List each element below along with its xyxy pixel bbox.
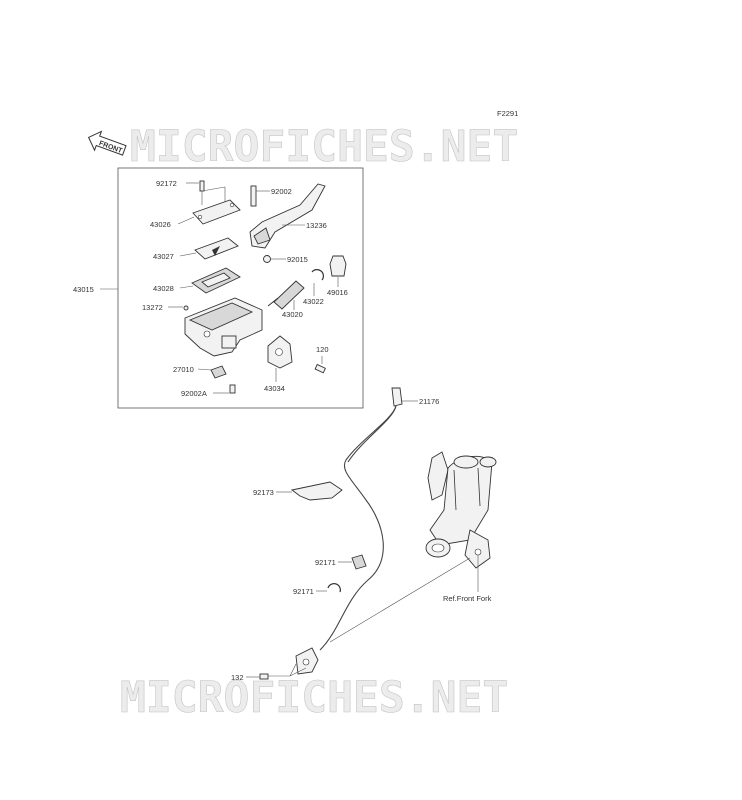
- label-92173: 92173: [253, 488, 274, 497]
- label-49016: 49016: [327, 288, 348, 297]
- clamp-92171-lower-part: [327, 583, 341, 593]
- screw-92002A-part: [229, 384, 236, 394]
- screw-92172-part: [199, 180, 226, 205]
- switch-connector-21176-part: [391, 387, 403, 407]
- clamp-92171-upper-part: [351, 554, 367, 570]
- label-92002: 92002: [271, 187, 292, 196]
- label-43020: 43020: [282, 310, 303, 319]
- clamp-43034-part: [267, 335, 293, 369]
- plate-43027-part: [194, 237, 239, 260]
- slave-cylinder-part: [295, 647, 319, 675]
- cap-49016-part: [329, 255, 347, 277]
- label-43027: 43027: [153, 252, 174, 261]
- master-cylinder-body-part: [184, 297, 263, 357]
- label-132: 132: [231, 673, 244, 682]
- piston-43020-part: [267, 280, 305, 310]
- clutch-hose-line: [319, 405, 397, 651]
- switch-27010-part: [210, 365, 227, 379]
- label-21176: 21176: [419, 397, 439, 406]
- bracket-92173-part: [290, 481, 343, 501]
- assembly-frame: [117, 167, 364, 409]
- figure-code: F2291: [497, 109, 518, 118]
- label-43026: 43026: [150, 220, 171, 229]
- label-92172: 92172: [156, 179, 177, 188]
- label-43015: 43015: [73, 285, 94, 294]
- bolt-120-part: [314, 363, 326, 374]
- label-43022: 43022: [303, 297, 324, 306]
- label-43034: 43034: [264, 384, 285, 393]
- circlip-43022-part: [311, 269, 324, 281]
- front-fork-bracket-part: [425, 451, 497, 569]
- label-43028: 43028: [153, 284, 174, 293]
- diaphragm-43028-part: [191, 267, 241, 294]
- screw-13272-part: [183, 305, 189, 311]
- watermark-top: MICROFICHES.NET: [130, 122, 518, 172]
- label-13236: 13236: [306, 221, 327, 230]
- pin-92002-part: [250, 185, 257, 207]
- label-ref-front-fork: Ref.Front Fork: [443, 594, 492, 603]
- label-27010: 27010: [173, 365, 194, 374]
- label-92002A: 92002A: [181, 389, 207, 398]
- lever-13236-part: [249, 183, 326, 249]
- label-92015: 92015: [287, 255, 308, 264]
- watermark-bottom: MICROFICHES.NET: [120, 673, 508, 723]
- nut-92015-part: [263, 255, 271, 263]
- label-92171-upper: 92171: [315, 558, 336, 567]
- label-120: 120: [316, 345, 329, 354]
- label-92171-lower: 92171: [293, 587, 314, 596]
- reservoir-cap-43026-part: [192, 199, 241, 225]
- label-13272: 13272: [142, 303, 163, 312]
- bolt-132-part: [259, 663, 307, 680]
- front-arrow-icon: FRONT: [87, 130, 127, 156]
